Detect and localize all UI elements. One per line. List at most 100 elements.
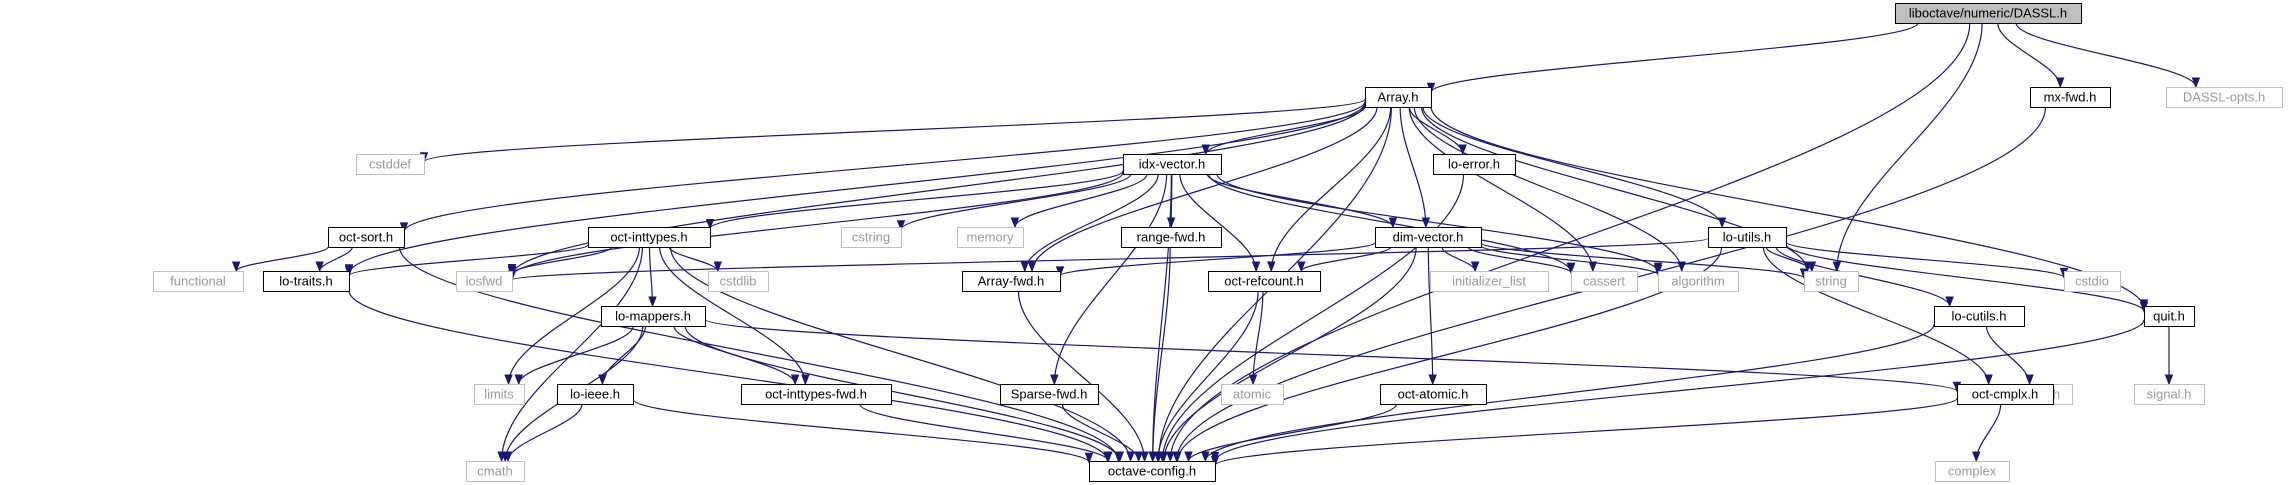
node-locutils[interactable]: lo-cutils.h <box>1934 306 2025 327</box>
edge-loutils-to-string <box>1765 246 1817 273</box>
edge-loutils-to-locutils <box>1775 246 1954 308</box>
node-memory: memory <box>957 227 1024 248</box>
edge-idxvector-to-arrayfwd <box>1020 173 1159 273</box>
node-octsort[interactable]: oct-sort.h <box>328 227 405 248</box>
edge-loutils-to-octcmplx <box>1762 246 1993 386</box>
edge-idxvector-to-octrefcount <box>1179 173 1261 273</box>
edge-idxvector-to-memory <box>1010 173 1148 229</box>
node-octaveconfig[interactable]: octave-config.h <box>1089 461 1216 482</box>
node-octinttypesfwd[interactable]: oct-inttypes-fwd.h <box>741 384 892 405</box>
node-label: cstdio <box>2075 274 2109 289</box>
node-label: string <box>1815 274 1847 289</box>
node-label: lo-error.h <box>1448 157 1500 172</box>
node-label: mx-fwd.h <box>2044 90 2097 105</box>
edge-dimvector-to-octrefcount <box>1297 246 1392 273</box>
node-quit[interactable]: quit.h <box>2144 306 2195 327</box>
edge-arrayfwd-to-octaveconfig <box>1017 290 1149 463</box>
edge-rangefwd-to-octaveconfig <box>1148 246 1171 463</box>
edge-octrefcount-to-octaveconfig <box>1153 290 1259 463</box>
node-label: cstdlib <box>720 274 757 289</box>
edge-dimvector-to-algorithm <box>1480 245 1663 276</box>
node-lotraits[interactable]: lo-traits.h <box>263 271 350 292</box>
edge-dassl-to-dasslopts <box>2015 22 2201 89</box>
edge-octrefcount-to-atomic <box>1248 290 1264 386</box>
node-label: cstddef <box>369 157 411 172</box>
edge-lomappers-to-limits <box>514 325 634 386</box>
node-label: liboctave/numeric/DASSL.h <box>1909 6 2067 21</box>
node-label: lo-utils.h <box>1723 230 1771 245</box>
node-label: Sparse-fwd.h <box>1011 387 1088 402</box>
edge-locutils-to-stddef <box>1985 325 2034 386</box>
edge-array-to-octrefcount <box>1267 106 1392 273</box>
node-label: atomic <box>1233 387 1272 402</box>
node-cstring: cstring <box>841 227 902 248</box>
node-label: oct-atomic.h <box>1398 387 1469 402</box>
node-algorithm: algorithm <box>1658 271 1739 292</box>
edge-dassl-to-array <box>1426 22 1919 94</box>
node-label: quit.h <box>2153 309 2185 324</box>
edge-octinttypes-to-limits <box>504 246 641 386</box>
edge-lomappers-to-loieee <box>598 325 647 386</box>
node-label: lo-traits.h <box>279 274 332 289</box>
node-loutils[interactable]: lo-utils.h <box>1708 227 1787 248</box>
edge-octinttypes-to-lomappers <box>648 246 657 308</box>
node-octrefcount[interactable]: oct-refcount.h <box>1208 271 1321 292</box>
node-loieee[interactable]: lo-ieee.h <box>557 384 634 405</box>
node-label: oct-inttypes.h <box>610 230 687 245</box>
node-label: signal.h <box>2147 387 2192 402</box>
edge-idxvector-to-cstring <box>896 173 1132 232</box>
edge-idxvector-to-cassert <box>1208 173 1576 274</box>
edge-octcmplx-to-complex <box>1972 403 2002 463</box>
node-cassert: cassert <box>1571 271 1638 292</box>
node-label: oct-inttypes-fwd.h <box>765 387 867 402</box>
node-iosfwd: iosfwd <box>456 271 513 292</box>
node-label: DASSL-opts.h <box>2183 90 2265 105</box>
node-functional: functional <box>153 271 244 292</box>
node-label: oct-sort.h <box>339 230 393 245</box>
edge-octinttypes-to-lotraits <box>344 244 589 277</box>
node-octatomic[interactable]: oct-atomic.h <box>1380 384 1487 405</box>
node-lomappers[interactable]: lo-mappers.h <box>601 306 706 327</box>
node-dassl: liboctave/numeric/DASSL.h <box>1895 3 2082 24</box>
node-label: algorithm <box>1671 274 1724 289</box>
node-label: Array-fwd.h <box>978 274 1044 289</box>
edge-idxvector-to-octinttypes <box>705 170 1124 230</box>
node-cstdlib: cstdlib <box>708 271 769 292</box>
node-label: dim-vector.h <box>1393 230 1464 245</box>
node-idxvector[interactable]: idx-vector.h <box>1123 154 1222 175</box>
node-rangefwd[interactable]: range-fwd.h <box>1121 227 1222 248</box>
node-octinttypes[interactable]: oct-inttypes.h <box>588 227 711 248</box>
node-label: cassert <box>1583 274 1625 289</box>
node-arrayfwd[interactable]: Array-fwd.h <box>962 271 1061 292</box>
node-octcmplx[interactable]: oct-cmplx.h <box>1957 384 2054 405</box>
node-cmath: cmath <box>466 461 525 482</box>
edge-octcmplx-to-octaveconfig <box>1210 397 1958 467</box>
edge-octsort-to-functional <box>231 246 329 273</box>
node-label: Array.h <box>1378 90 1419 105</box>
node-label: initializer_list <box>1452 274 1526 289</box>
edge-quit-to-signal <box>2164 326 2174 386</box>
node-complex: complex <box>1935 461 2010 482</box>
edge-octinttypesfwd-to-octaveconfig <box>859 403 1113 463</box>
edges-layer <box>231 22 2201 467</box>
node-label: complex <box>1948 464 1997 479</box>
edge-array-to-arrayfwd <box>1027 106 1378 273</box>
node-array[interactable]: Array.h <box>1365 87 1432 108</box>
edge-dimvector-to-octatomic <box>1427 246 1437 386</box>
node-label: lo-mappers.h <box>615 309 691 324</box>
node-cstdio: cstdio <box>2064 271 2121 292</box>
node-loerror[interactable]: lo-error.h <box>1433 154 1516 175</box>
node-label: lo-ieee.h <box>570 387 620 402</box>
node-sparsefwd[interactable]: Sparse-fwd.h <box>1000 384 1099 405</box>
node-dimvector[interactable]: dim-vector.h <box>1375 227 1482 248</box>
edge-octinttypes-to-octinttypesfwd <box>659 246 810 386</box>
edge-array-to-loerror <box>1408 106 1467 156</box>
edge-idxvector-to-sparsefwd <box>1050 173 1168 386</box>
node-label: functional <box>170 274 226 289</box>
edge-octinttypes-to-cmath <box>497 246 644 463</box>
node-mxfwd[interactable]: mx-fwd.h <box>2030 87 2111 108</box>
node-initlist: initializer_list <box>1430 271 1549 292</box>
edge-octinttypes-to-cstdlib <box>668 246 723 273</box>
edge-dassl-to-mxfwd <box>1997 22 2065 89</box>
